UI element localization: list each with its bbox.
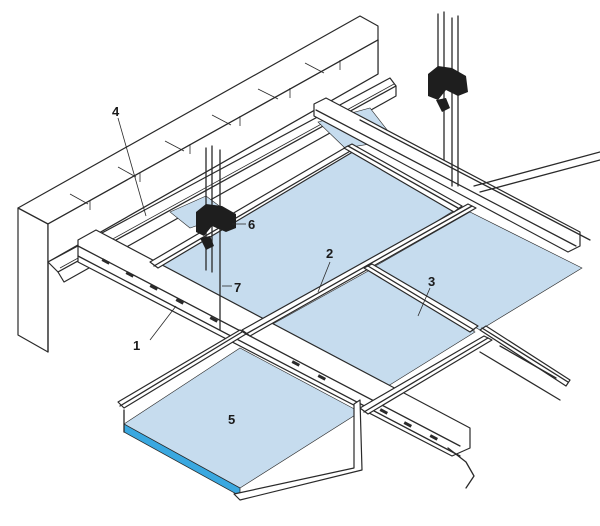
callout-2: 2 — [326, 246, 333, 261]
callout-6: 6 — [248, 217, 255, 232]
wall-angle — [47, 77, 397, 283]
callout-7: 7 — [234, 280, 241, 295]
hanger-clip-upper — [428, 66, 468, 112]
masonry-wall — [17, 15, 379, 353]
main-runner — [77, 229, 475, 489]
callout-4: 4 — [112, 104, 120, 119]
callout-5: 5 — [228, 412, 235, 427]
hanger-clip-lower — [196, 204, 236, 250]
leader-lines — [117, 117, 431, 341]
upper-runner — [313, 97, 600, 253]
callout-3: 3 — [428, 274, 435, 289]
cross-tees — [117, 143, 571, 501]
callout-1: 1 — [133, 338, 140, 353]
